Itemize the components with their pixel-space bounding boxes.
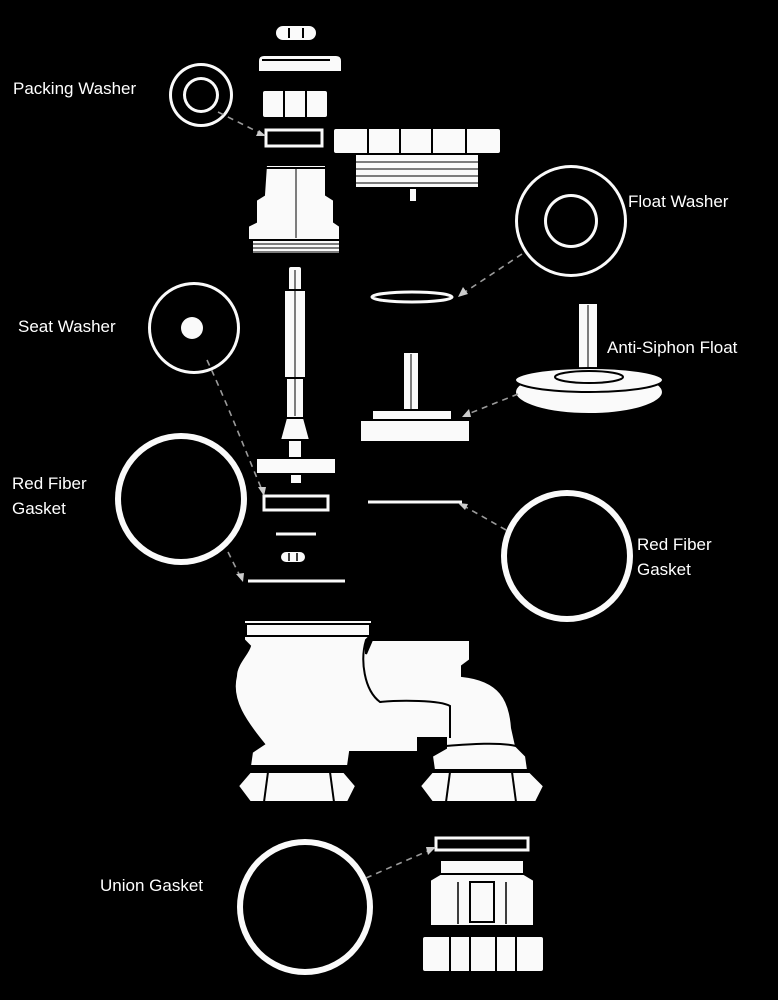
float-washer-part [370, 290, 454, 304]
label-line: Gasket [12, 499, 66, 518]
label-anti-siphon-float: Anti-Siphon Float [607, 338, 738, 357]
handle-washer [257, 54, 343, 73]
bonnet [247, 164, 341, 255]
label-float-washer: Float Washer [628, 192, 729, 211]
label-red-fiber-gasket-left: Red Fiber Gasket [12, 471, 87, 521]
leader-lines [206, 111, 523, 879]
label-union-gasket: Union Gasket [100, 876, 203, 895]
union-nut [421, 935, 545, 973]
seat-washer-disc [148, 282, 240, 374]
union-gasket-part [434, 836, 530, 852]
label-line: Red Fiber [12, 474, 87, 493]
label-line: Red Fiber [637, 535, 712, 554]
red-fiber-gasket-right-ring [501, 490, 633, 622]
valve-stem [255, 265, 337, 485]
label-line: Gasket [637, 560, 691, 579]
red-fiber-gasket-left-ring [115, 433, 247, 565]
seat-screw [279, 550, 307, 564]
label-seat-washer: Seat Washer [18, 317, 116, 336]
anti-siphon-float-small [359, 351, 471, 443]
valve-body [233, 619, 546, 803]
float-washer-donut [515, 165, 627, 277]
union-tailpiece [429, 859, 535, 927]
packing-washer-part [264, 128, 324, 148]
packing-washer-donut [169, 63, 233, 127]
cap-nut [332, 127, 502, 203]
packing-nut [261, 89, 329, 119]
union-gasket-ring [237, 839, 373, 975]
top-cap-screw [274, 24, 318, 42]
label-packing-washer: Packing Washer [13, 79, 137, 98]
anti-siphon-float-large [514, 302, 664, 415]
seat-washer-part [262, 494, 330, 512]
label-red-fiber-gasket-right: Red Fiber Gasket [637, 532, 712, 582]
